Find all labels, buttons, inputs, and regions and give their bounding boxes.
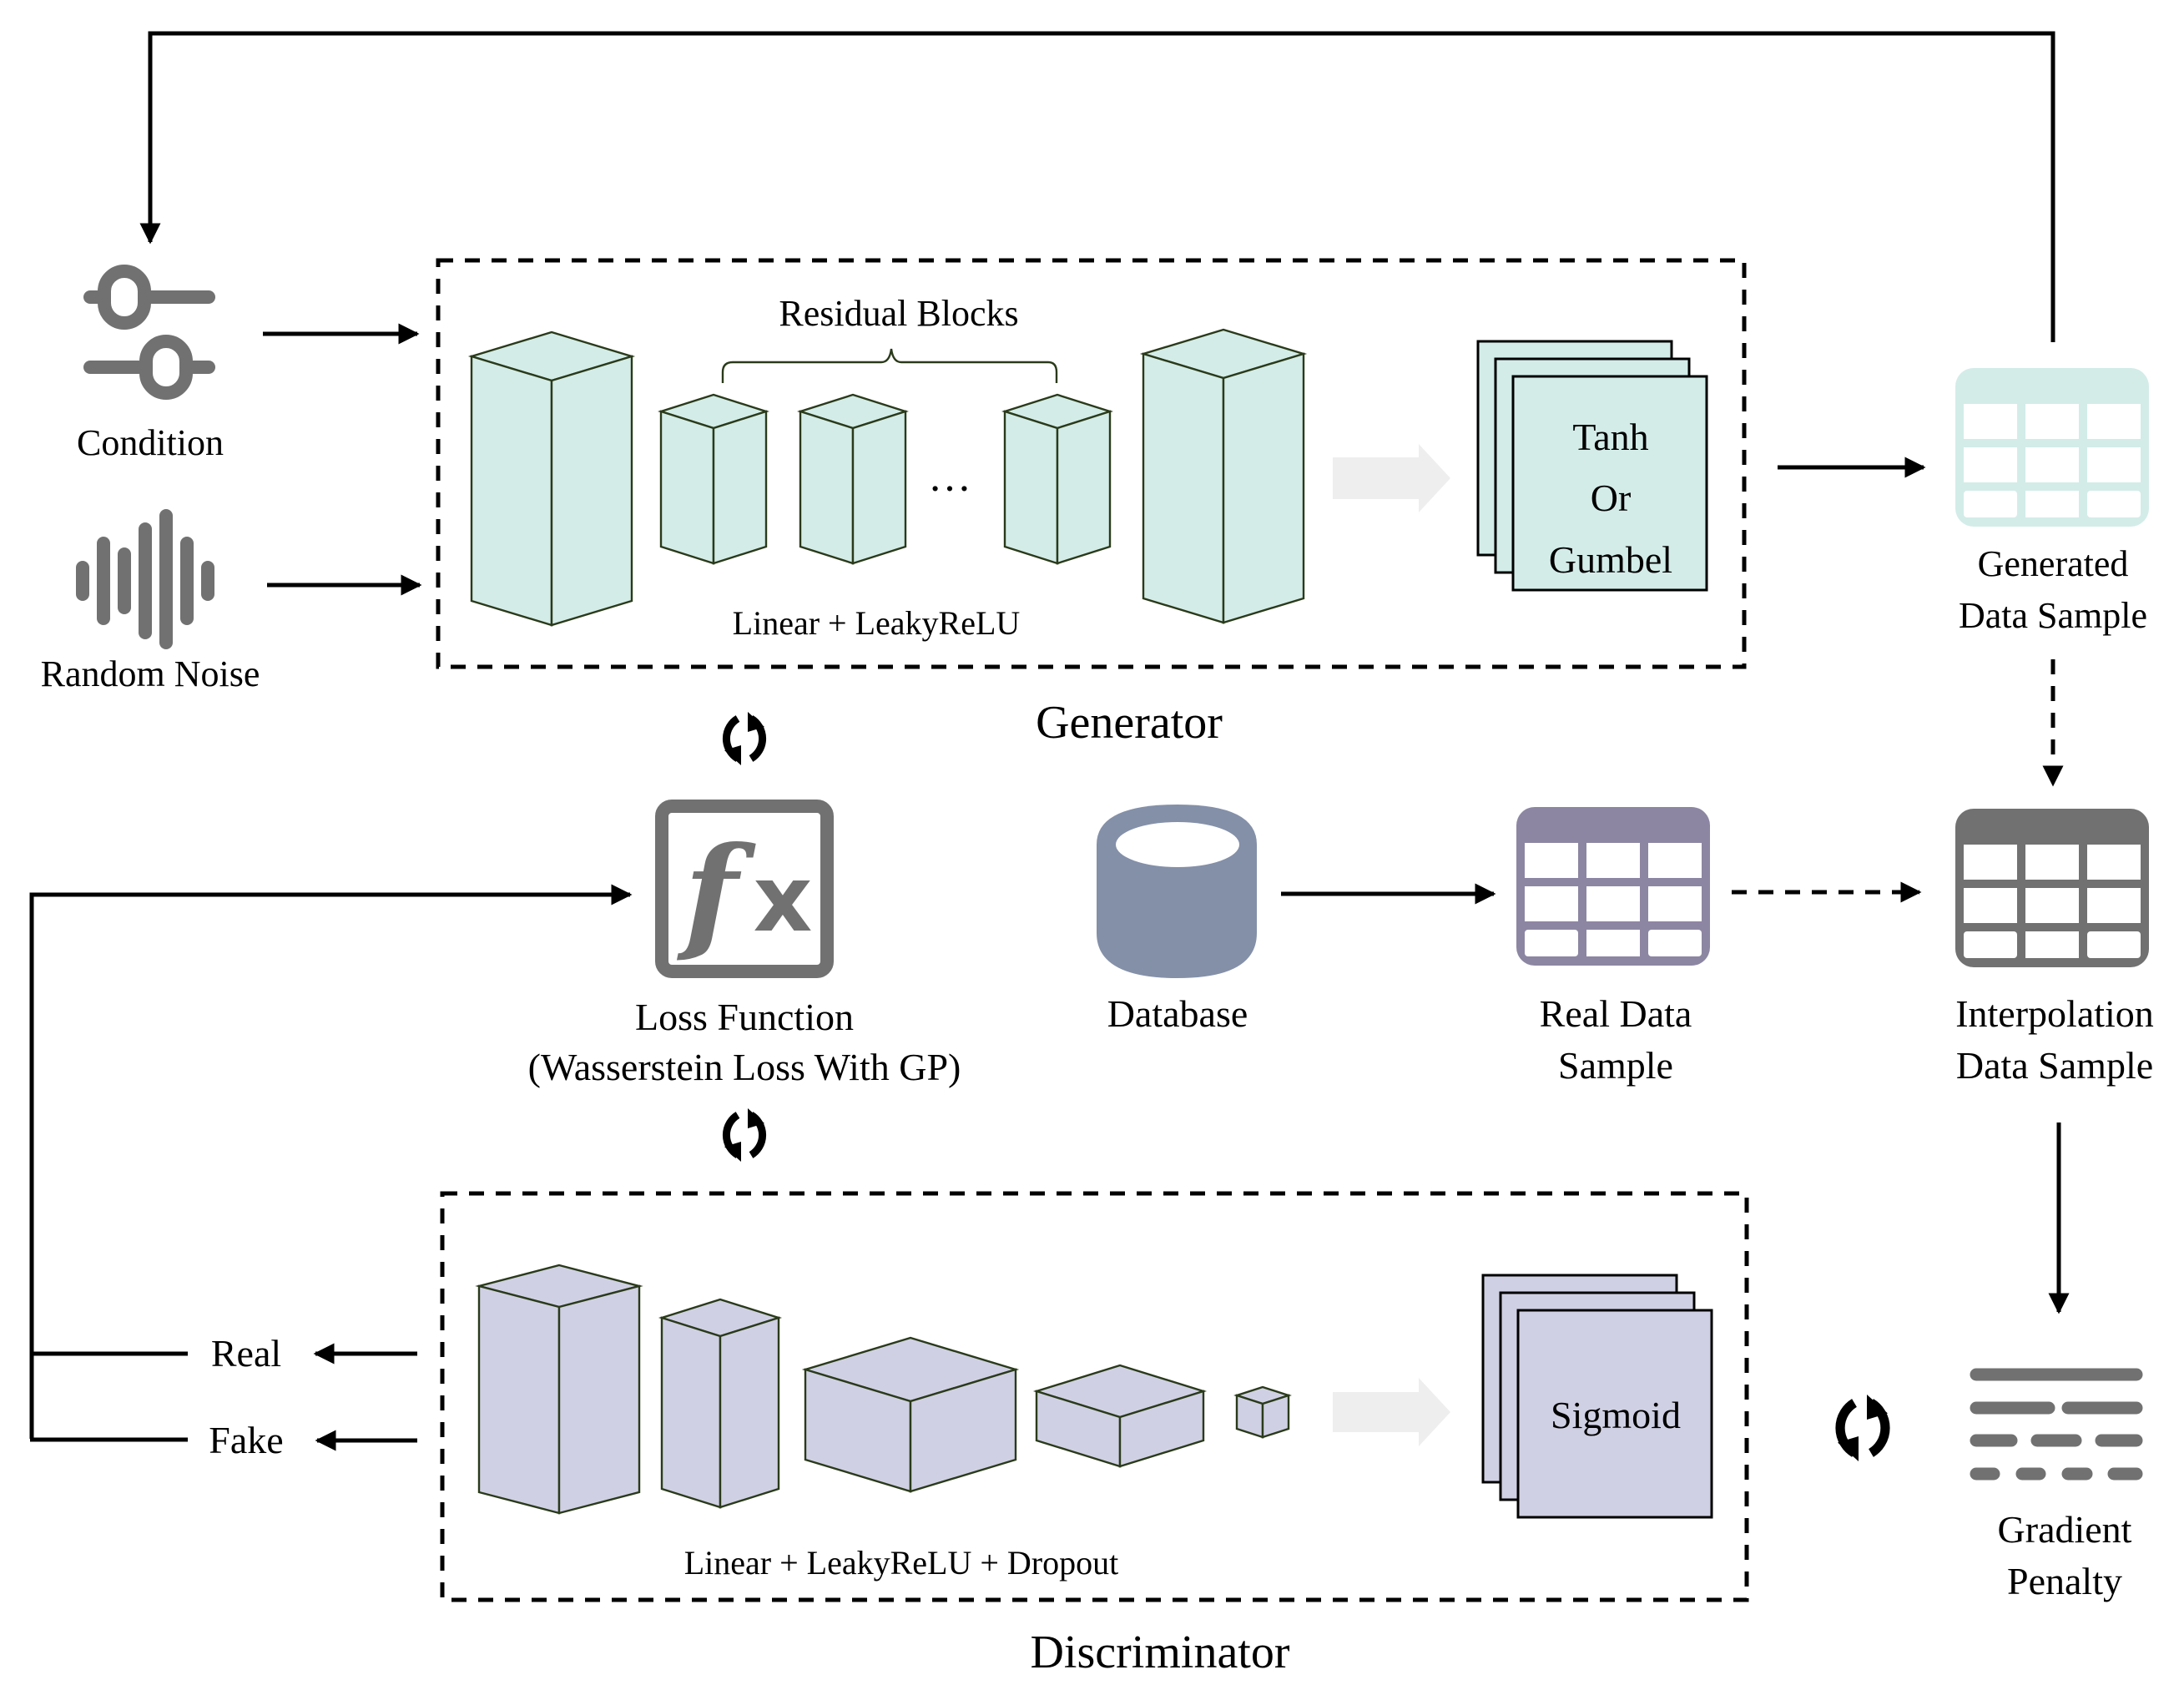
residual-block-2 xyxy=(797,393,909,565)
loss-function-icon: f x xyxy=(655,800,834,978)
discriminator-layer-1 xyxy=(475,1264,643,1515)
generator-output-layer xyxy=(1139,328,1308,624)
generated-sample-label-2: Data Sample xyxy=(1959,595,2147,636)
interpolation-label-1: Interpolation xyxy=(1955,992,2154,1035)
real-label: Real xyxy=(211,1332,281,1375)
discriminator-layer-5 xyxy=(1233,1385,1292,1439)
generator-title: Generator xyxy=(1036,697,1223,749)
svg-text:x: x xyxy=(754,845,813,952)
generated-sample-label-1: Generated xyxy=(1978,543,2129,584)
generated-sample-table-icon xyxy=(1955,368,2149,527)
generator-layer-label: Linear + LeakyReLU xyxy=(733,604,1021,642)
generator-hint-arrow xyxy=(1333,444,1450,512)
generator-output-stack xyxy=(1476,340,1708,592)
discriminator-title: Discriminator xyxy=(1030,1627,1289,1678)
residual-blocks-label: Residual Blocks xyxy=(779,293,1018,334)
residual-block-1 xyxy=(658,393,769,565)
discriminator-layer-label: Linear + LeakyReLU + Dropout xyxy=(684,1544,1119,1582)
residual-brace xyxy=(721,348,1058,383)
gradient-penalty-icon xyxy=(1970,1368,2143,1481)
discriminator-output-stack xyxy=(1481,1274,1713,1519)
noise-icon xyxy=(76,509,214,649)
discriminator-layer-2 xyxy=(658,1298,783,1509)
ellipsis: … xyxy=(928,453,971,501)
real-sample-table-icon xyxy=(1516,807,1710,966)
gp-label-1: Gradient xyxy=(1998,1508,2132,1551)
gumbel-label: Gumbel xyxy=(1549,538,1672,581)
generator-update-icon xyxy=(722,712,767,765)
noise-label: Random Noise xyxy=(41,653,260,694)
discriminator-layer-4 xyxy=(1032,1364,1208,1468)
discriminator-hint-arrow xyxy=(1333,1378,1450,1446)
interpolation-label-2: Data Sample xyxy=(1956,1044,2153,1087)
discriminator-update-icon xyxy=(722,1108,767,1162)
feedback-arrow xyxy=(139,31,2055,342)
fake-label: Fake xyxy=(209,1419,283,1461)
condition-label: Condition xyxy=(77,422,224,463)
gp-update-icon xyxy=(1835,1395,1890,1461)
generator-box xyxy=(436,258,1747,669)
gp-label-2: Penalty xyxy=(2007,1560,2122,1602)
interpolation-sample-table-icon xyxy=(1955,809,2149,967)
database-icon xyxy=(1097,805,1257,978)
loss-label-1: Loss Function xyxy=(635,996,854,1038)
feedback-to-loss-arrow xyxy=(29,884,633,1439)
svg-text:f: f xyxy=(677,820,756,966)
sigmoid-label: Sigmoid xyxy=(1551,1394,1681,1436)
database-label: Database xyxy=(1107,992,1248,1035)
discriminator-box xyxy=(440,1191,1749,1602)
discriminator-layer-3 xyxy=(801,1336,1020,1493)
condition-icon xyxy=(83,265,215,400)
residual-block-3 xyxy=(1001,393,1113,565)
real-sample-label-2: Sample xyxy=(1558,1044,1673,1087)
generator-input-layer xyxy=(467,330,636,627)
or-label: Or xyxy=(1591,477,1632,519)
loss-label-2: (Wasserstein Loss With GP) xyxy=(528,1046,961,1088)
real-sample-label-1: Real Data xyxy=(1540,992,1692,1035)
tanh-label: Tanh xyxy=(1572,416,1648,458)
